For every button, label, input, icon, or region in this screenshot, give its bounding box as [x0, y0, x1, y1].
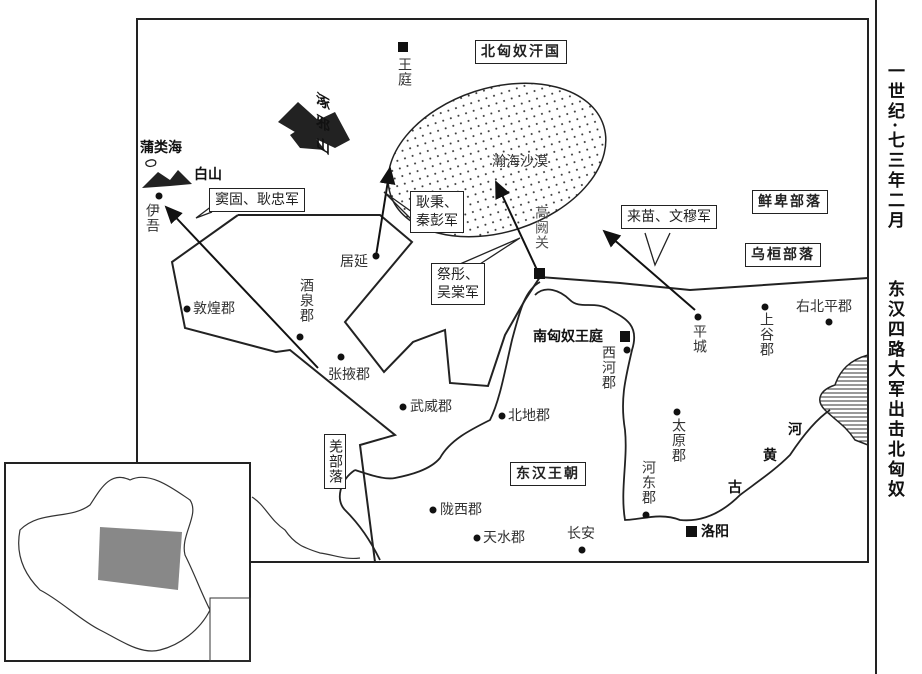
place-wuwei: 武威郡: [410, 399, 452, 415]
mountains: [142, 102, 350, 188]
rivers-minor: [251, 496, 361, 560]
place-beidi: 北地郡: [508, 408, 550, 424]
place-hedong: 河东郡: [640, 460, 656, 505]
army-dougu-label: 窦固、耿忠军: [209, 188, 305, 212]
army-gengbing-line1: 耿秉、: [416, 195, 458, 211]
army-jitong-label: 祭彤、吴棠军: [431, 263, 485, 305]
region-wuhuan: 乌桓部落: [745, 243, 821, 267]
arrow-jitong: [495, 180, 539, 273]
place-dunhuang: 敦煌郡: [193, 301, 235, 317]
yellow-river-char-2: 黄: [763, 448, 777, 464]
place-juyan: 居延: [340, 254, 368, 270]
place-xihe: 西河郡: [600, 345, 616, 390]
region-xianbei: 鲜卑部落: [752, 190, 828, 214]
arrow-dougu: [164, 205, 319, 369]
region-north-xiongnu: 北匈奴汗国: [475, 40, 567, 64]
pulei-lake: [145, 159, 157, 168]
yellow-river-char-3: 河: [788, 422, 802, 438]
place-taiyuan: 太原郡: [670, 418, 686, 463]
place-zhangye: 张掖郡: [328, 367, 370, 383]
army-arrows: [164, 166, 696, 369]
army-jitong-line1: 祭彤、: [437, 267, 479, 283]
map-title: 东汉四路大军出击北匈奴: [884, 280, 904, 500]
hanhai-desert-label: 瀚海沙漠: [492, 154, 548, 170]
royal-court-label: 王庭: [396, 57, 412, 87]
region-qiang: 羌部落: [324, 434, 346, 489]
callout-tails: [195, 191, 671, 267]
place-luoyang: 洛阳: [701, 524, 729, 540]
zhuoye-mountain-label: 涿邪山: [316, 90, 330, 159]
pulei-lake-label: 蒲类海: [140, 140, 182, 156]
gaoque-pass-label: 高阙关: [533, 205, 549, 250]
sea-area: [819, 354, 869, 447]
region-eastern-han: 东汉王朝: [510, 462, 586, 486]
place-youbeiping: 右北平郡: [796, 299, 852, 315]
map-title-date: 一世纪·七三年二月: [884, 62, 904, 231]
place-pingcheng: 平城: [691, 324, 707, 354]
place-shanggu: 上谷郡: [758, 312, 774, 357]
place-longxi: 陇西郡: [440, 502, 482, 518]
place-yiwu: 伊吾: [144, 203, 160, 233]
frontier-line: [170, 214, 869, 563]
yellow-river: [338, 281, 831, 561]
place-jiuquan: 酒泉郡: [298, 278, 314, 323]
bai-mountain-label: 白山: [194, 167, 222, 183]
army-laimiao-label: 来苗、文穆军: [621, 205, 717, 229]
map-frame: [136, 0, 877, 674]
place-changan: 长安: [567, 526, 595, 542]
place-south-xiongnu-court: 南匈奴王庭: [533, 329, 603, 345]
city-dots: [155, 192, 833, 554]
arrow-laimiao: [602, 229, 696, 311]
locator-inset: [4, 462, 251, 662]
army-gengbing-line2: 秦彭军: [416, 213, 458, 229]
place-tianshui: 天水郡: [483, 530, 525, 546]
arrow-gengbing: [375, 166, 396, 257]
army-jitong-line2: 吴棠军: [437, 285, 479, 301]
army-gengbing-label: 耿秉、秦彭军: [410, 191, 464, 233]
yellow-river-char-1: 古: [728, 480, 742, 496]
capital-squares: [398, 42, 697, 537]
